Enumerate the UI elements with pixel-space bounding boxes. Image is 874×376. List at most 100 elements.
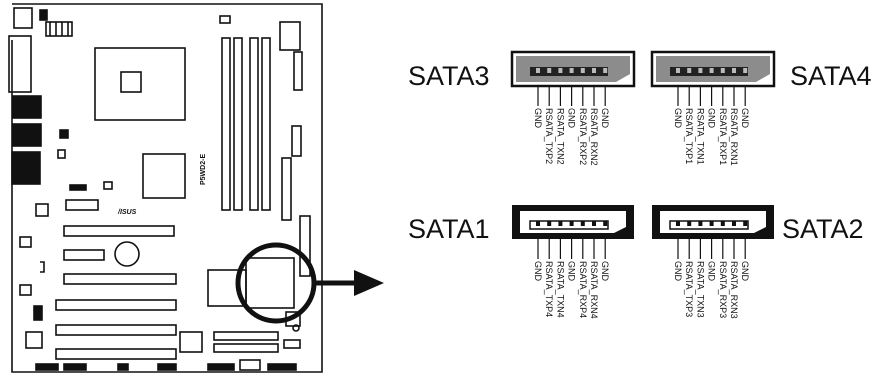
sata3-pin-tooth <box>603 68 608 73</box>
sata2-pin-tooth <box>687 221 692 226</box>
sata2-pin-label: RSATA_TXN3 <box>695 261 705 318</box>
sata2-pin-label: GND <box>673 261 683 282</box>
small-chip <box>39 9 48 21</box>
dimm-slot-3 <box>249 37 259 211</box>
bottom-header-1 <box>35 363 59 371</box>
sata2-pin-block <box>669 220 749 230</box>
sata1-pin-label: RSATA_RXN4 <box>589 261 599 319</box>
atx-power <box>279 21 301 51</box>
sata2-pin-label: GND <box>740 261 750 282</box>
small-chip-3 <box>33 305 43 321</box>
battery <box>114 241 140 267</box>
dimm-slot-4 <box>261 37 271 211</box>
sata2-label: SATA2 <box>782 214 864 244</box>
cpu-socket-inner <box>120 71 142 93</box>
bottom-header-4 <box>157 363 177 371</box>
sata2-pin-tooth <box>732 221 736 226</box>
sata3-pin-tooth <box>547 68 552 73</box>
sata1-pin-tooth <box>569 221 574 226</box>
sata3-pin-tooth <box>569 68 574 73</box>
sata1-pin-label: GND <box>600 261 610 282</box>
sata4-pin-block <box>670 67 748 76</box>
sata3-pin-tooth <box>592 68 596 73</box>
sata4-pin-label: GND <box>673 108 683 129</box>
front-header-3 <box>283 339 301 349</box>
io-port-5 <box>11 151 41 185</box>
sata-highlight-circle <box>235 242 317 324</box>
sata-block-board <box>245 257 295 309</box>
io-port-1 <box>13 7 33 29</box>
ide-header-2 <box>281 157 292 221</box>
ide-header <box>291 125 302 157</box>
small-square-1 <box>57 149 66 159</box>
sata3-pin-label: GND <box>533 108 543 129</box>
sata2-body <box>652 205 774 239</box>
sata3-pin-label: RSATA_TXP2 <box>544 108 554 164</box>
sata4-pin-tooth <box>698 68 703 73</box>
bottom-header-7 <box>267 363 297 371</box>
board-outline <box>11 3 323 373</box>
small-square-2 <box>103 181 113 190</box>
sata3-label: SATA3 <box>408 61 490 91</box>
sata4-pin-tooth <box>687 68 692 73</box>
sata4-pin-tooth <box>720 68 725 73</box>
io-port-4 <box>12 123 42 147</box>
sata4-pin-tooth <box>676 68 680 73</box>
sata4-pin-label: RSATA_RXN1 <box>729 108 739 166</box>
pci-slot-3 <box>55 324 177 336</box>
sata2-pin-label: RSATA_TXP3 <box>684 261 694 317</box>
dimm-slot-2 <box>233 37 243 211</box>
small-square-5 <box>19 284 32 296</box>
bottom-header-2 <box>63 363 87 371</box>
sata2-pin-tooth <box>709 221 714 226</box>
sata4-label: SATA4 <box>790 61 872 91</box>
sata1-pin-block <box>529 220 609 230</box>
sata2-pin-label: RSATA_RXN3 <box>729 261 739 319</box>
header-bracket <box>40 261 45 273</box>
floppy-header <box>293 51 303 91</box>
sata3-pin-label: GND <box>567 108 577 129</box>
sata1-body <box>512 205 634 239</box>
front-header-2 <box>213 343 279 353</box>
bios-chip <box>65 199 99 211</box>
sata1-pin-label: GND <box>533 261 543 282</box>
northbridge <box>142 153 186 199</box>
sata1-pin-tooth <box>558 221 563 226</box>
sata3-pin-tooth <box>536 68 540 73</box>
sata4-pin-tooth <box>732 68 736 73</box>
pointer-arrow <box>312 270 384 296</box>
sata1-pin-label: RSATA_TXP4 <box>544 261 554 317</box>
header-top <box>45 21 73 37</box>
chip-grid <box>59 129 69 139</box>
sata4-pin-tooth <box>743 68 748 73</box>
pci-slot-1 <box>63 249 105 261</box>
io-port-3 <box>12 95 42 119</box>
bottom-header-5 <box>207 363 235 371</box>
cpu-socket <box>94 47 186 121</box>
sata3-pin-tooth <box>580 68 585 73</box>
sata1-pin-tooth <box>592 221 596 226</box>
sata4-pin-label: RSATA_RXP1 <box>718 108 728 165</box>
small-square-7 <box>179 331 203 353</box>
sata1-pin-label: GND <box>567 261 577 282</box>
sata1-pin-tooth <box>536 221 540 226</box>
small-square-3 <box>35 203 49 217</box>
sata2-pin-tooth <box>743 221 748 226</box>
asus-logo: /ISUS <box>117 209 137 216</box>
sata3-pin-label: RSATA_RXN2 <box>589 108 599 166</box>
sata2-pin-tooth <box>720 221 725 226</box>
sata4-pin-label: GND <box>740 108 750 129</box>
sata2-pin-label: RSATA_RXP3 <box>718 261 728 318</box>
pcie-slot-1 <box>63 225 175 237</box>
bottom-header-3 <box>117 363 129 371</box>
sata1-pin-label: RSATA_RXP4 <box>578 261 588 318</box>
small-square-6 <box>25 331 43 349</box>
dimm-slot-1 <box>221 37 231 211</box>
front-header-1 <box>213 331 279 341</box>
